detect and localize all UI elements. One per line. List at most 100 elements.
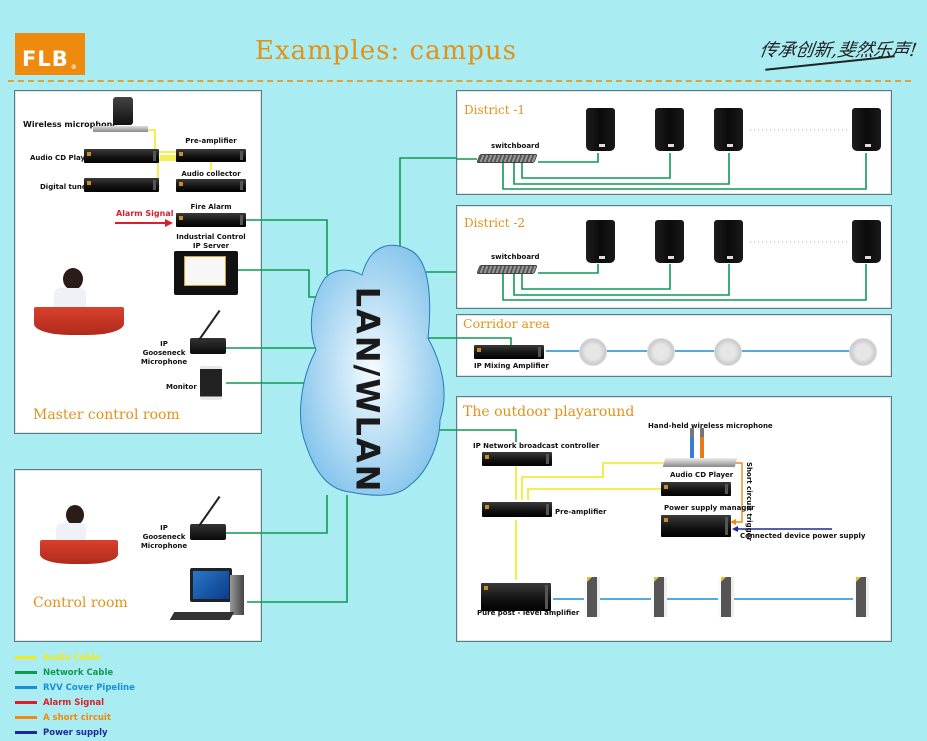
ip-mixing-amplifier-icon [474, 345, 544, 359]
column-speaker-3 [718, 577, 734, 617]
district1-switch-label: switchboard [491, 142, 540, 150]
legend-label: Network Cable [43, 667, 114, 678]
handheld-mic-1-icon [690, 428, 694, 458]
playground-cd-player-label: Audio CD Player [670, 471, 734, 479]
header-divider [8, 80, 911, 82]
network-cable-control-pc [247, 495, 348, 603]
audio-collector-icon [176, 179, 246, 192]
legend-item-rvv: RVV Cover Pipeline [15, 680, 135, 695]
legend-swatch [15, 671, 37, 674]
operator-head-icon [63, 268, 83, 290]
legend-label: A short circuit [43, 712, 111, 723]
wireless-mic-receiver-icon [113, 97, 133, 125]
legend-item-short-circuit: A short circuit [15, 710, 135, 725]
legend-swatch [15, 731, 37, 734]
district2-speaker-3 [714, 220, 743, 263]
legend-label: RVV Cover Pipeline [43, 682, 135, 693]
slogan: 传承创新,斐然乐声! [758, 40, 919, 61]
wireless-mic-label: Wireless microphone [23, 120, 118, 129]
district1-speaker-1 [586, 108, 615, 151]
district2-speaker-4 [852, 220, 881, 263]
ceiling-speaker-1 [579, 338, 607, 366]
wireless-mic-base-icon [93, 126, 148, 132]
pure-amplifier-icon [481, 583, 551, 611]
legend-swatch [15, 716, 37, 719]
column-speaker-4 [853, 577, 869, 617]
legend-label: Power supply [43, 727, 108, 738]
column-speaker-2 [651, 577, 667, 617]
pc-screen [193, 571, 229, 599]
master-room-title: Master control room [33, 407, 180, 423]
district2-speaker-1 [586, 220, 615, 263]
cd-player-label: Audio CD Player [30, 154, 94, 162]
ceiling-speaker-2 [647, 338, 675, 366]
legend-item-alarm: Alarm Signal [15, 695, 135, 710]
fire-alarm-icon [176, 213, 246, 227]
playground-pre-amplifier-label: Pre-amplifier [555, 508, 607, 516]
registered-mark: ® [70, 64, 78, 71]
handheld-mic-2-icon [700, 428, 704, 458]
logo-text: FLB [22, 47, 69, 71]
pure-amplifier-label: Pure post - level amplifier [477, 609, 580, 617]
legend-item-power: Power supply [15, 725, 135, 740]
legend-label: Audio Cable [43, 652, 101, 663]
ip-server-screen [184, 256, 226, 286]
master-gooseneck-label: IP Gooseneck Microphone [140, 340, 188, 366]
district1-title: District -1 [464, 103, 526, 117]
handheld-mic-label: Hand-held wireless microphone [648, 422, 773, 430]
operator-desk-icon [34, 307, 124, 335]
legend-label: Alarm Signal [43, 697, 105, 708]
control-room-title: Control room [33, 595, 128, 611]
audio-collector-label: Audio collector [181, 170, 241, 178]
playground-cd-player-icon [661, 482, 731, 496]
ip-mixing-amplifier-label: IP Mixing Amplifier [474, 362, 549, 370]
district1-speaker-4 [852, 108, 881, 151]
ceiling-speaker-4 [849, 338, 877, 366]
district1-speaker-2 [655, 108, 684, 151]
digital-tuner-icon [84, 178, 159, 192]
pc-monitor-icon [190, 568, 232, 602]
pc-tower-icon [230, 575, 244, 615]
control-gooseneck-mic-icon [190, 524, 226, 540]
legend-swatch [15, 701, 37, 704]
operator-body-icon [54, 288, 86, 310]
legend-item-network: Network Cable [15, 665, 135, 680]
column-speaker-1 [584, 577, 600, 617]
broadcast-controller-label: IP Network broadcast controller [473, 442, 600, 450]
network-cable-district1 [399, 157, 456, 248]
legend-swatch [15, 656, 37, 659]
page-title: Examples: campus [255, 36, 517, 66]
corridor-title: Corridor area [463, 316, 550, 331]
keyboard-icon [169, 612, 235, 620]
district1-switch-icon [476, 154, 538, 163]
legend-swatch [15, 686, 37, 689]
control-gooseneck-label: IP Gooseneck Microphone [140, 524, 188, 550]
power-manager-label: Power supply manager [664, 504, 755, 512]
district2-switch-icon [476, 265, 538, 274]
playground-pre-amplifier-icon [482, 502, 552, 517]
connected-power-label: Connected device power supply [740, 532, 866, 540]
short-circuit-trigger-label: Short circuit trigger [745, 462, 753, 541]
power-manager-icon [661, 515, 731, 537]
control-operator-head-icon [66, 505, 84, 525]
control-operator-body-icon [56, 523, 86, 543]
district2-speaker-2 [655, 220, 684, 263]
pre-amplifier-label: Pre-amplifier [185, 137, 237, 145]
ceiling-speaker-3 [714, 338, 742, 366]
fire-alarm-label: Fire Alarm [190, 203, 232, 211]
pre-amplifier-icon [176, 149, 246, 162]
control-desk-icon [40, 540, 118, 564]
monitor-speaker-icon [200, 366, 222, 400]
digital-tuner-label: Digital tuner [40, 183, 91, 191]
cloud-label-wrap: LAN/WLAN [292, 287, 442, 494]
alarm-signal-label: Alarm Signal [116, 209, 174, 218]
master-gooseneck-mic-icon [190, 338, 226, 354]
district2-title: District -2 [464, 216, 526, 230]
district1-speaker-3 [714, 108, 743, 151]
monitor-label: Monitor [166, 383, 197, 391]
ip-server-label: Industrial Control IP Server [176, 233, 246, 250]
district2-switch-label: switchboard [491, 253, 540, 261]
legend: Audio Cable Network Cable RVV Cover Pipe… [15, 650, 135, 740]
cd-player-icon [84, 149, 159, 163]
handheld-mic-receiver-icon [662, 458, 738, 467]
